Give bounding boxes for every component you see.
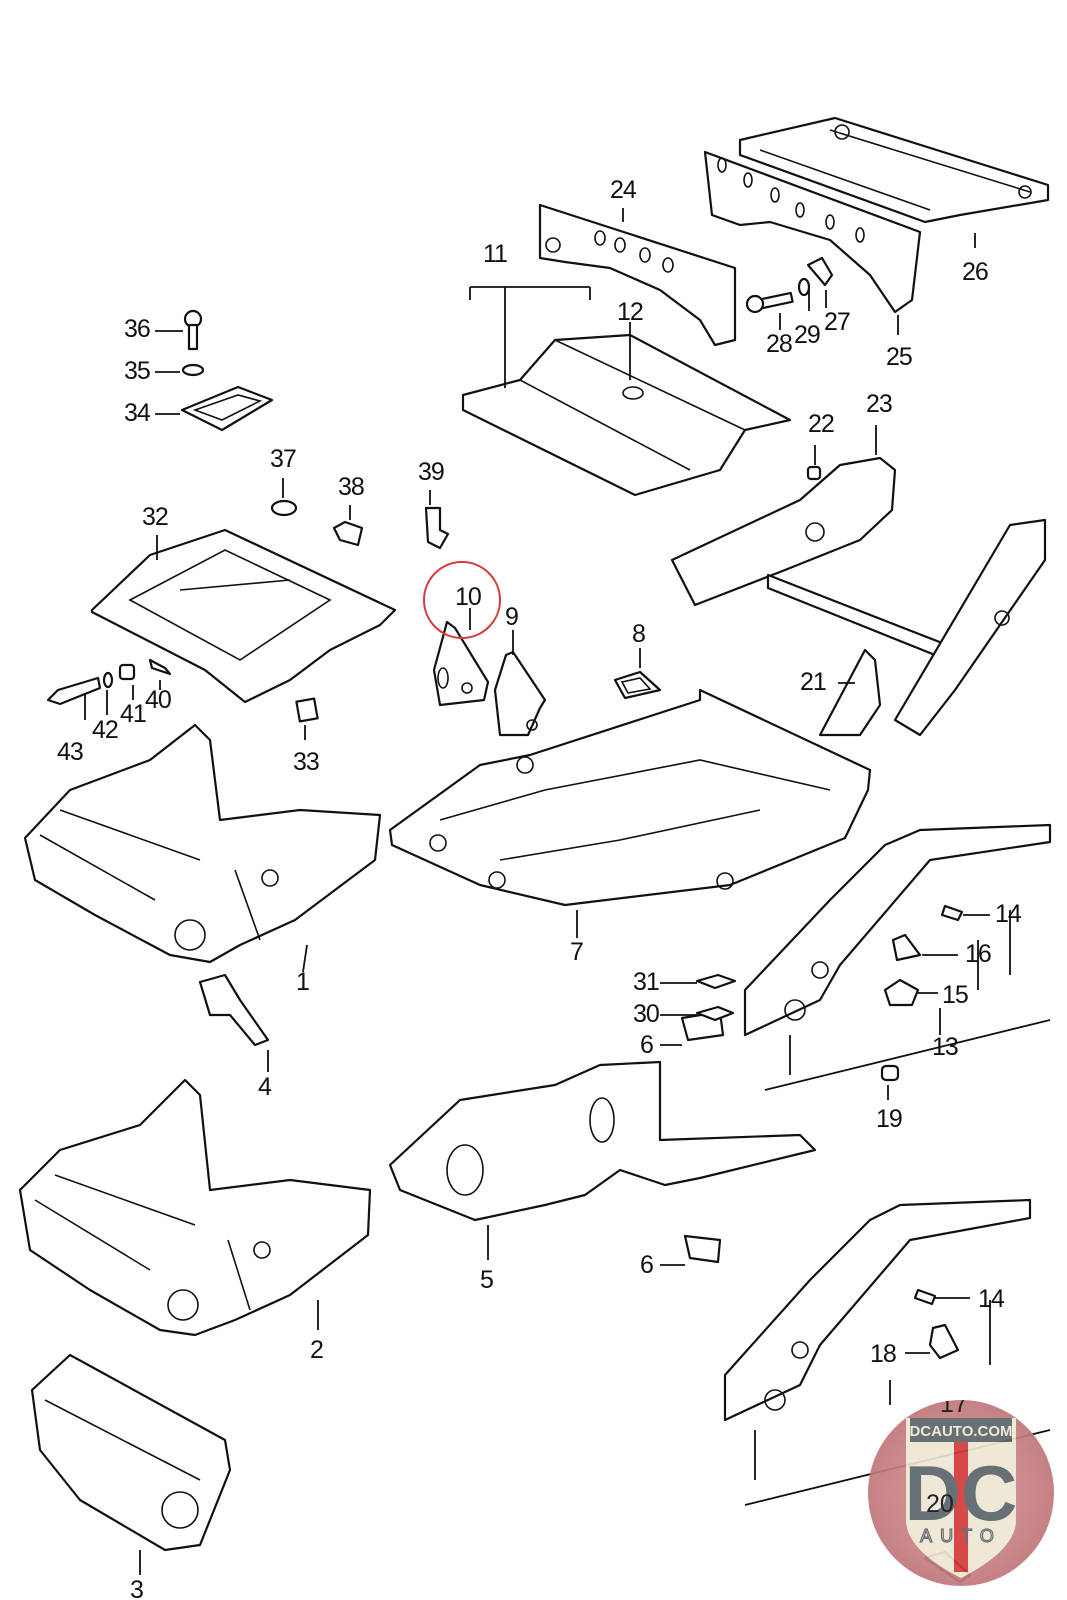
- callout-25: 25: [886, 343, 912, 371]
- part-30[interactable]: [695, 1005, 735, 1022]
- part-19[interactable]: [880, 1064, 900, 1082]
- callout-28: 28: [766, 330, 792, 358]
- callout-31: 31: [633, 968, 659, 996]
- part-14a[interactable]: [940, 904, 964, 922]
- callout-11: 11: [483, 240, 507, 268]
- callout-30: 30: [633, 1000, 659, 1028]
- callout-16: 16: [965, 940, 991, 968]
- part-18[interactable]: [928, 1323, 960, 1360]
- callout-21: 21: [800, 668, 826, 696]
- callout-35: 35: [124, 357, 150, 385]
- callout-24: 24: [610, 176, 637, 204]
- callout-6a: 6: [640, 1031, 653, 1059]
- callout-38: 38: [338, 473, 364, 501]
- part-1[interactable]: [23, 723, 382, 964]
- part-13[interactable]: [743, 823, 1052, 1037]
- part-8[interactable]: [613, 670, 662, 700]
- logo-word: AUTO: [920, 1526, 1002, 1546]
- callout-7: 7: [570, 938, 583, 966]
- logo-stripe: [954, 1442, 968, 1572]
- callout-20: 20: [926, 1490, 954, 1518]
- callout-34: 34: [124, 399, 151, 427]
- part-7[interactable]: [388, 688, 872, 907]
- part-31[interactable]: [695, 973, 737, 990]
- callout-33: 33: [293, 748, 319, 776]
- part-29[interactable]: [797, 277, 811, 297]
- callout-8: 8: [632, 620, 645, 648]
- callout-14b: 14: [978, 1285, 1005, 1313]
- dcauto-watermark-logo: DCAUTO.COM DC AUTO 17 20: [868, 1400, 1054, 1586]
- callout-42: 42: [92, 716, 118, 744]
- part-26[interactable]: [738, 116, 1050, 224]
- callout-6b: 6: [640, 1251, 653, 1279]
- callout-37: 37: [270, 445, 296, 473]
- callout-40: 40: [145, 686, 171, 714]
- part-37[interactable]: [270, 499, 298, 517]
- callout-3: 3: [130, 1576, 143, 1600]
- callout-1: 1: [296, 968, 309, 996]
- part-35[interactable]: [181, 363, 205, 377]
- part-42[interactable]: [102, 671, 114, 689]
- part-6b[interactable]: [683, 1234, 722, 1264]
- part-16[interactable]: [891, 933, 922, 962]
- callout-43: 43: [57, 738, 83, 766]
- part-15[interactable]: [883, 978, 920, 1007]
- callout-18: 18: [870, 1340, 896, 1368]
- part-21[interactable]: [818, 648, 882, 737]
- logo-initials: DC: [905, 1449, 1018, 1537]
- part-41[interactable]: [118, 663, 136, 681]
- part-32[interactable]: [90, 528, 397, 704]
- part-40[interactable]: [148, 658, 172, 676]
- part-14b[interactable]: [913, 1288, 937, 1306]
- callout-39: 39: [418, 458, 444, 486]
- part-27[interactable]: [806, 256, 834, 287]
- part-43[interactable]: [46, 676, 102, 706]
- part-9[interactable]: [493, 650, 547, 737]
- callout-27: 27: [824, 308, 850, 336]
- part-3[interactable]: [30, 1353, 232, 1552]
- callout-29: 29: [794, 321, 820, 349]
- part-4[interactable]: [198, 973, 270, 1047]
- part-28[interactable]: [745, 291, 794, 314]
- logo-banner: [910, 1418, 1012, 1442]
- leader-lines: [84, 208, 990, 1575]
- callout-36: 36: [124, 315, 150, 343]
- callout-23: 23: [866, 390, 892, 418]
- part-10[interactable]: [432, 620, 490, 707]
- callout-19: 19: [876, 1105, 902, 1133]
- callout-9: 9: [505, 603, 518, 631]
- callout-41: 41: [120, 700, 146, 728]
- part-22[interactable]: [806, 465, 822, 481]
- logo-site-text: DCAUTO.COM: [909, 1423, 1012, 1440]
- callout-5: 5: [480, 1266, 493, 1294]
- callout-32: 32: [142, 503, 168, 531]
- callout-13: 13: [932, 1033, 958, 1061]
- callout-17: 17: [940, 1400, 968, 1418]
- callout-15: 15: [942, 981, 968, 1009]
- callout-22: 22: [808, 410, 834, 438]
- part-33[interactable]: [295, 697, 319, 723]
- highlight-ring-part-10: [423, 561, 501, 639]
- part-12[interactable]: [461, 333, 792, 497]
- callout-4: 4: [258, 1073, 272, 1101]
- part-2[interactable]: [18, 1078, 372, 1337]
- part-34[interactable]: [180, 385, 274, 432]
- part-39[interactable]: [424, 506, 450, 550]
- part-24[interactable]: [538, 203, 737, 347]
- part-36[interactable]: [183, 309, 203, 351]
- part-25[interactable]: [703, 150, 922, 314]
- callout-2: 2: [310, 1336, 323, 1364]
- callout-14a: 14: [995, 900, 1022, 928]
- callout-10: 10: [455, 583, 481, 611]
- part-23[interactable]: [670, 456, 1047, 737]
- callout-12: 12: [617, 298, 643, 326]
- callout-26: 26: [962, 258, 988, 286]
- part-17[interactable]: [723, 1198, 1032, 1422]
- callout-labels: 24 26 11 12 28 29 27 25 36 35 34 22 23 3…: [57, 176, 1023, 1600]
- part-38[interactable]: [332, 520, 364, 547]
- part-5[interactable]: [388, 1060, 817, 1222]
